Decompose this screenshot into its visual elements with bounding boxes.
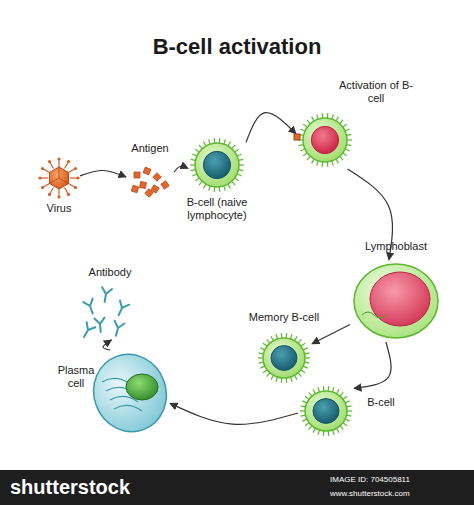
membrane-spike bbox=[192, 174, 197, 176]
cell-illustration bbox=[82, 288, 138, 338]
cell-illustration bbox=[190, 138, 244, 192]
flow-arrow bbox=[354, 342, 391, 388]
virus-spike bbox=[57, 157, 60, 167]
cell-illustration bbox=[258, 333, 310, 383]
antibody-symbol bbox=[80, 322, 96, 339]
cell-membrane bbox=[305, 391, 347, 431]
watermark-text: www.shutterstock.com bbox=[330, 489, 410, 498]
endoplasmic-reticulum bbox=[114, 405, 142, 411]
virus-spike bbox=[69, 184, 78, 190]
cell-node: Lymphoblast bbox=[352, 262, 440, 340]
flow-arrow bbox=[246, 113, 296, 143]
flow-arrow bbox=[174, 166, 188, 172]
virus-spike bbox=[70, 176, 80, 179]
cell-nucleus bbox=[203, 151, 230, 178]
membrane-spike bbox=[192, 154, 197, 156]
flow-arrow bbox=[312, 324, 350, 343]
cell-illustration bbox=[128, 166, 172, 196]
cell-illustration bbox=[40, 158, 78, 198]
flow-arrow bbox=[170, 403, 298, 424]
footer-band bbox=[0, 470, 474, 505]
diagram-title: B-cell activation bbox=[0, 34, 474, 60]
cell-nucleus bbox=[126, 374, 158, 400]
membrane-spike bbox=[237, 174, 242, 176]
membrane-spike bbox=[312, 117, 315, 121]
antibody-symbol bbox=[111, 321, 124, 337]
virus-spike bbox=[65, 160, 71, 169]
membrane-spike bbox=[299, 145, 304, 146]
antibody-symbol bbox=[114, 300, 129, 317]
antigen-fragment bbox=[145, 189, 153, 197]
cell-label: B-cell (naive lymphocyte) bbox=[162, 196, 272, 222]
cell-illustration bbox=[92, 352, 168, 434]
cell-label: Antigen bbox=[115, 142, 185, 155]
cell-nucleus bbox=[313, 399, 339, 424]
cell-node: Activation of B-cell bbox=[298, 113, 352, 167]
antibody-symbol bbox=[100, 287, 112, 303]
antigen-fragment bbox=[131, 185, 139, 193]
membrane-spike bbox=[237, 154, 242, 156]
cell-membrane bbox=[83, 344, 177, 442]
antigen-fragment bbox=[153, 173, 161, 181]
cell-label: Plasma cell bbox=[54, 364, 98, 390]
watermark-text: IMAGE ID: 704505811 bbox=[330, 475, 410, 484]
membrane-spike bbox=[239, 159, 244, 160]
cell-node: Memory B-cell bbox=[258, 333, 310, 383]
endoplasmic-reticulum bbox=[102, 378, 130, 384]
bound-antigen bbox=[294, 134, 300, 140]
virus-spike bbox=[57, 189, 60, 199]
cell-node: Virus bbox=[40, 158, 78, 198]
cell-nucleus bbox=[311, 126, 338, 153]
cell-node: Antibody bbox=[82, 288, 138, 338]
membrane-spike bbox=[347, 134, 352, 135]
virus-spike bbox=[41, 184, 50, 190]
flow-arrow bbox=[103, 340, 112, 350]
cell-nucleus bbox=[271, 346, 297, 371]
cell-illustration bbox=[300, 386, 352, 436]
capsid-facet bbox=[49, 167, 68, 184]
antigen-fragment bbox=[143, 167, 151, 175]
virus-spike bbox=[65, 188, 71, 197]
organelle bbox=[362, 312, 386, 318]
cell-node: B-cell bbox=[300, 386, 352, 436]
virus-spike bbox=[41, 167, 50, 173]
cell-membrane bbox=[195, 143, 239, 187]
virus-spike bbox=[48, 188, 54, 197]
antibody-symbol bbox=[94, 318, 105, 333]
cell-label: Activation of B-cell bbox=[336, 79, 416, 105]
antibody-symbol bbox=[83, 299, 97, 316]
flow-arrow bbox=[80, 170, 126, 177]
cell-label: Memory B-cell bbox=[234, 311, 334, 324]
cell-label: B-cell bbox=[356, 396, 406, 409]
cell-membrane bbox=[354, 264, 438, 338]
virus-capsid bbox=[49, 167, 68, 189]
membrane-spike bbox=[336, 117, 339, 121]
antigen-fragment bbox=[134, 172, 140, 178]
cell-label: Antibody bbox=[70, 266, 150, 279]
antigen-fragment bbox=[161, 181, 169, 189]
virus-spike bbox=[69, 167, 78, 173]
membrane-spike bbox=[347, 145, 352, 146]
cell-membrane bbox=[303, 118, 347, 162]
virus-spike bbox=[48, 160, 54, 169]
cell-node: Plasma cell bbox=[92, 352, 168, 434]
cell-node: B-cell (naive lymphocyte) bbox=[190, 138, 244, 192]
cell-label: Virus bbox=[29, 202, 89, 215]
cell-label: Lymphoblast bbox=[356, 240, 436, 253]
cell-membrane bbox=[263, 338, 305, 378]
virus-spike bbox=[38, 176, 48, 179]
cell-illustration bbox=[298, 113, 352, 167]
cell-illustration bbox=[352, 262, 440, 340]
antigen-fragment bbox=[140, 182, 147, 189]
cell-node: Antigen bbox=[128, 166, 172, 196]
watermark-text: shutterstock bbox=[10, 476, 130, 499]
membrane-spike bbox=[239, 170, 244, 171]
